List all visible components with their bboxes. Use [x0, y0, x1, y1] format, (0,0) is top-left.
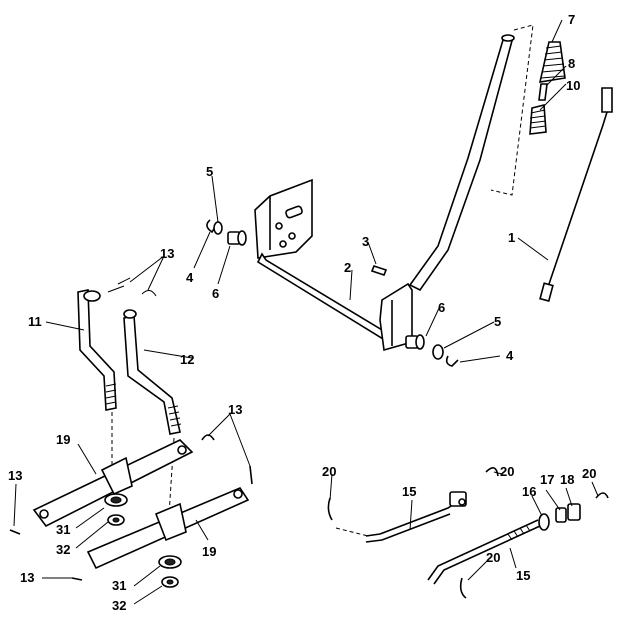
- bracket-18: [567, 503, 581, 521]
- callout-1: 1: [508, 230, 515, 245]
- spring-pin-8: [538, 83, 548, 101]
- callout-8: 8: [568, 56, 575, 71]
- callout-19-lower: 19: [202, 544, 216, 559]
- callout-31-lower: 31: [112, 578, 126, 593]
- pin-3: [370, 265, 388, 276]
- callout-11: 11: [28, 314, 42, 329]
- rod-15-upper: [365, 491, 467, 543]
- clip-4-left: [206, 219, 219, 234]
- clip-20-b: [485, 467, 499, 477]
- clip-13-c: [201, 434, 253, 485]
- callout-13-bottom: 13: [20, 570, 34, 585]
- clip-13-b: [141, 290, 157, 297]
- callout-6-left: 6: [212, 286, 219, 301]
- callout-32-upper: 32: [56, 542, 70, 557]
- washer-5-left: [213, 221, 223, 235]
- rod-15-lower: [427, 519, 541, 585]
- callout-2: 2: [344, 260, 351, 275]
- guide-line-lower: [335, 527, 369, 537]
- washer-32-upper: [107, 514, 125, 526]
- lift-handle: [408, 34, 515, 292]
- callout-20-a: 20: [322, 464, 336, 479]
- bushing-17: [555, 507, 567, 523]
- bushing-6-left: [227, 230, 247, 246]
- callout-32-lower: 32: [112, 598, 126, 613]
- clip-4-right: [445, 355, 459, 367]
- callout-20-b: 20: [500, 464, 514, 479]
- callout-15-lower: 15: [516, 568, 530, 583]
- clip-20-c: [595, 492, 609, 499]
- callout-20-d: 20: [486, 550, 500, 565]
- clip-13-d: [9, 529, 21, 535]
- bushing-31-upper: [104, 493, 128, 507]
- callout-31-upper: 31: [56, 522, 70, 537]
- callout-5-right: 5: [494, 314, 501, 329]
- bushing-31-lower: [158, 555, 182, 569]
- mounting-bracket: [254, 178, 313, 259]
- callout-15-upper: 15: [402, 484, 416, 499]
- leader-lines: [13, 19, 599, 605]
- callout-3: 3: [362, 234, 369, 249]
- lift-shaft: [256, 252, 413, 352]
- callout-6-right: 6: [438, 300, 445, 315]
- spring-10: [529, 103, 547, 135]
- spring-7: [538, 41, 566, 83]
- washer-32-lower: [161, 576, 179, 588]
- spring-group-outline: [490, 24, 534, 196]
- callout-20-c: 20: [582, 466, 596, 481]
- washer-5-right: [432, 344, 444, 360]
- hanger-12: [123, 309, 182, 435]
- clip-20-a: [327, 497, 333, 521]
- callout-7: 7: [568, 12, 575, 27]
- callout-4-right: 4: [506, 348, 514, 363]
- callout-19-upper: 19: [56, 432, 70, 447]
- callout-13-top: 13: [160, 246, 174, 261]
- callout-13-mid: 13: [228, 402, 242, 417]
- hanger-11: [77, 289, 117, 411]
- callout-16: 16: [522, 484, 536, 499]
- clip-13-e: [71, 577, 83, 581]
- clip-20-d: [459, 577, 467, 599]
- callout-5-top: 5: [206, 164, 213, 179]
- adjuster-rod: [539, 87, 613, 303]
- lift-link-19-lower: [86, 487, 250, 570]
- clip-13-a: [107, 277, 131, 293]
- callout-17: 17: [540, 472, 554, 487]
- bushing-6-right: [405, 334, 425, 350]
- callout-13-left: 13: [8, 468, 22, 483]
- lift-link-19-upper: [32, 439, 194, 528]
- callout-18: 18: [560, 472, 574, 487]
- callout-4-left: 4: [186, 270, 194, 285]
- callout-10: 10: [566, 78, 580, 93]
- washer-16: [538, 513, 550, 531]
- callout-12: 12: [180, 352, 194, 367]
